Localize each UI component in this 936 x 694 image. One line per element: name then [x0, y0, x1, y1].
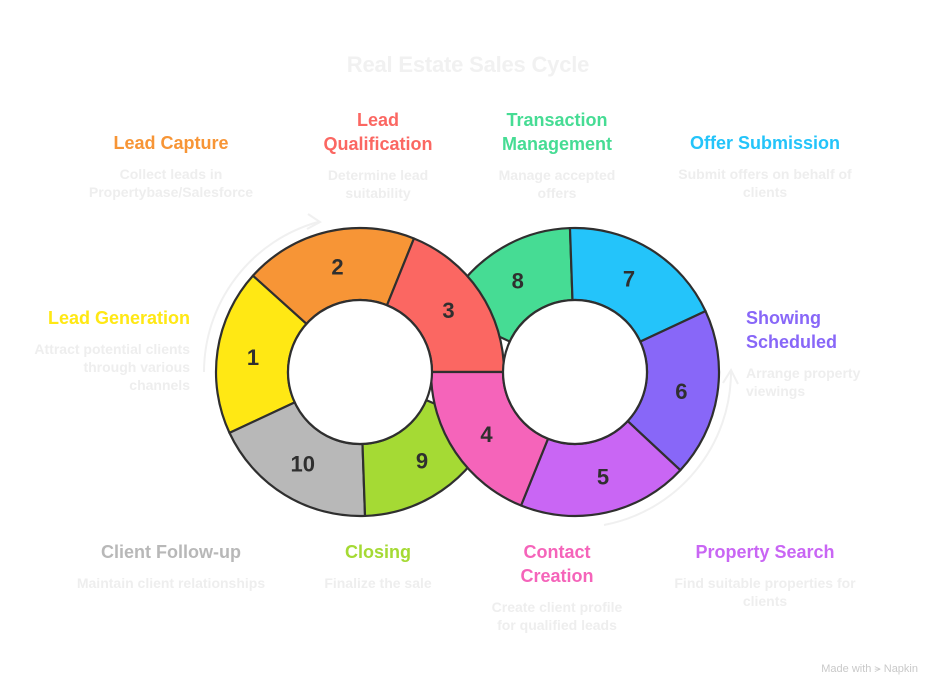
napkin-logo-icon: ⪫ — [874, 663, 881, 675]
segment-number-8: 8 — [512, 268, 524, 293]
step-9-label: Closing Finalize the sale — [268, 540, 488, 592]
step-title: Closing — [345, 542, 411, 562]
step-title: Client Follow-up — [101, 542, 241, 562]
segment-number-7: 7 — [623, 266, 635, 291]
made-with-napkin-badge: Made with ⪫ Napkin — [821, 663, 918, 676]
flow-arrow-right — [603, 371, 732, 526]
segment-number-4: 4 — [480, 422, 493, 447]
brand-prefix: Made with — [821, 663, 872, 675]
step-title: Lead Capture — [113, 133, 229, 153]
step-5-label: Property Search Find suitable properties… — [655, 540, 875, 610]
segment-numbers: 1 2 10 9 8 7 6 5 3 4 — [247, 254, 688, 489]
ring-segments — [214, 226, 721, 518]
segment-number-10: 10 — [291, 452, 315, 477]
step-title: Property Search — [695, 542, 835, 562]
step-1-label: Lead Generation Attract potential client… — [0, 306, 190, 394]
flow-arrow-left — [203, 221, 319, 373]
segment-number-1: 1 — [247, 345, 259, 370]
step-description: Finalize the sale — [324, 575, 432, 591]
segment-number-9: 9 — [416, 448, 428, 473]
flow-arrows — [203, 213, 739, 526]
right-ring-hole — [501, 298, 649, 446]
segment-number-6: 6 — [675, 379, 687, 404]
brand-name: Napkin — [883, 663, 918, 675]
step-10-label: Client Follow-up Maintain client relatio… — [61, 540, 281, 592]
step-title: Offer Submission — [689, 133, 841, 153]
segment-number-3: 3 — [442, 298, 454, 323]
diagram-title: Real Estate Sales Cycle — [346, 52, 590, 77]
step-7-label: Offer Submission Submit offers on behalf… — [655, 131, 875, 201]
segment-number-2: 2 — [331, 254, 343, 279]
flow-arrow-right-head — [722, 367, 739, 385]
segment-number-5: 5 — [597, 464, 609, 489]
step-description: Maintain client relationships — [76, 575, 266, 591]
step-title: Lead Generation — [47, 308, 190, 328]
flow-arrow-left-head — [306, 213, 322, 230]
left-ring-hole — [286, 298, 434, 446]
